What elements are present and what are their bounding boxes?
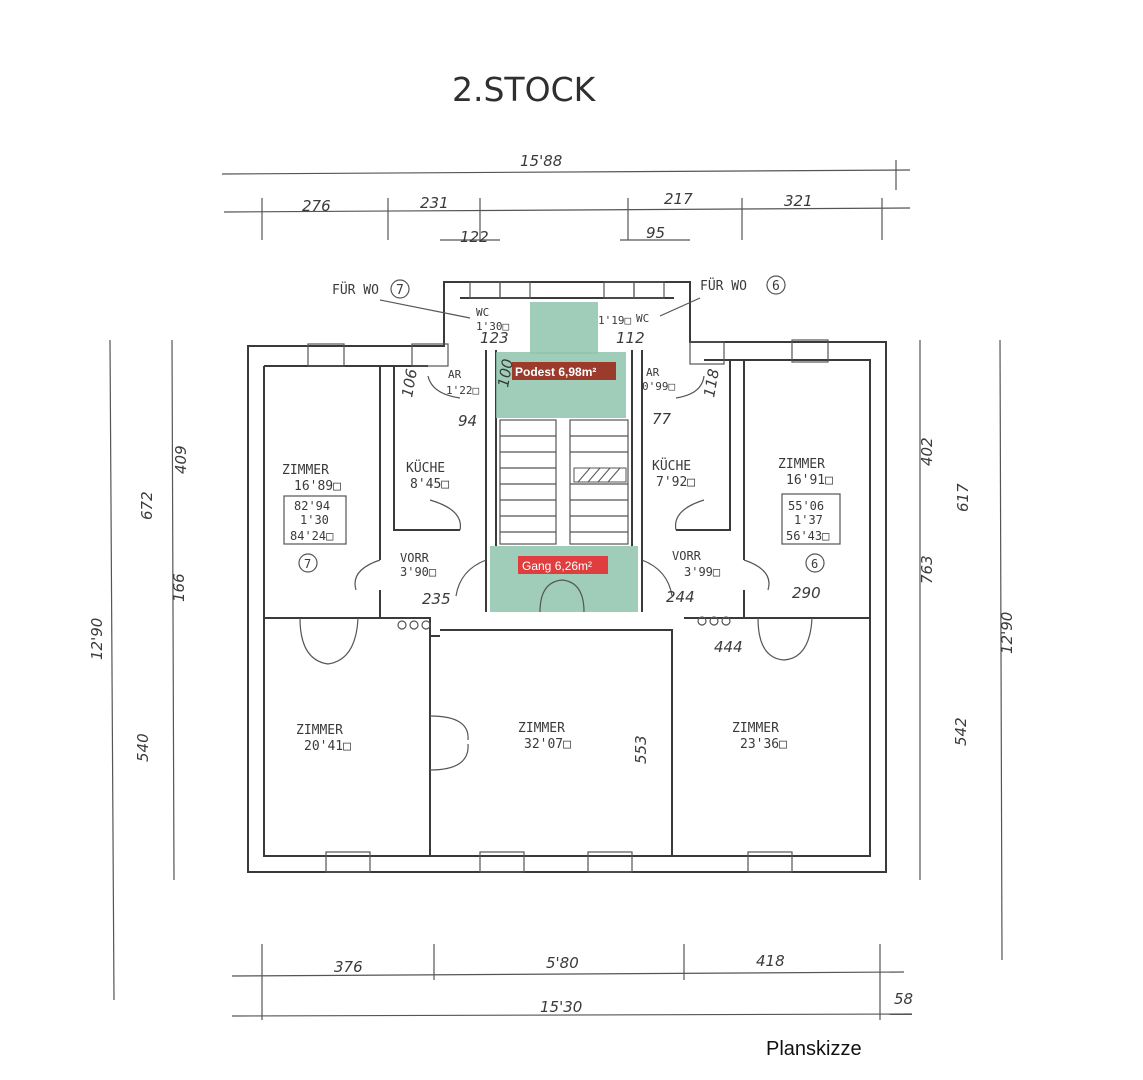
room-name: WC — [476, 306, 489, 319]
interior-dimension: 444 — [714, 638, 743, 656]
room-name: AR — [646, 366, 660, 379]
room-area: 16'89□ — [294, 479, 341, 494]
apartment-6-summary: 55'06 1'37 56'43□ 6 — [781, 493, 841, 573]
room-name: ZIMMER — [296, 723, 343, 738]
interior-dimension: 106 — [398, 367, 421, 398]
interior-dimension: 100 — [494, 357, 517, 388]
room-area: 7'92□ — [656, 475, 695, 490]
room-area: 23'36□ — [740, 737, 787, 752]
gang-label: Gang 6,26m² — [522, 559, 592, 573]
top-dimension-3: 217 — [664, 190, 693, 208]
room-area: 1'19□ — [598, 314, 631, 327]
top-total-dimension: 15'88 — [520, 152, 562, 170]
bottom-dimension-3: 418 — [756, 952, 785, 970]
summary-line: 1'30 — [300, 513, 329, 527]
interior-dimension: 94 — [458, 412, 477, 430]
apartment-number: 7 — [304, 557, 311, 571]
doors — [299, 375, 813, 771]
room-area: 8'45□ — [410, 477, 449, 492]
caption: Planskizze — [766, 1038, 862, 1060]
podest-label: Podest 6,98m² — [515, 365, 596, 379]
room-name: ZIMMER — [778, 457, 825, 472]
bottom-total-dimension: 15'30 — [540, 998, 582, 1016]
unit-6-number: 6 — [772, 279, 780, 294]
gang-label-background — [518, 556, 608, 574]
right-outer-dimension: 12'90 — [998, 612, 1016, 654]
bottom-dimension-2: 5'80 — [546, 954, 579, 972]
unit-7-label: FÜR WO — [332, 281, 379, 298]
interior-dimension: 77 — [652, 410, 672, 428]
interior-dimension: 553 — [632, 735, 650, 764]
room-name: KÜCHE — [406, 459, 445, 476]
podest-area — [530, 302, 598, 354]
right-dimension-3: 763 — [918, 555, 936, 584]
interior-dimension: 123 — [480, 329, 509, 347]
interior-walls — [264, 350, 870, 856]
top-small-dimension-2: 95 — [646, 224, 665, 242]
room-name: VORR — [672, 549, 702, 563]
room-name: ZIMMER — [518, 721, 565, 736]
interior-dimension: 290 — [792, 584, 821, 602]
entrance-door — [539, 579, 585, 613]
top-dimension-lines: 15'88 276 231 217 321 122 95 — [221, 152, 911, 246]
bottom-small-dimension: 58 — [894, 990, 913, 1008]
left-dimension-1: 672 — [138, 491, 156, 520]
interior-dimension: 118 — [700, 367, 723, 398]
gang-area — [490, 546, 638, 612]
bottom-dimension-1: 376 — [334, 958, 363, 976]
podest-label-background — [512, 362, 616, 380]
room-area: 3'99□ — [684, 565, 720, 579]
right-dimension-lines: 402 617 763 12'90 542 — [918, 339, 1016, 961]
room-area: 3'90□ — [400, 565, 436, 579]
room-labels: ZIMMER 16'89□ KÜCHE 8'45□ KÜCHE 7'92□ ZI… — [282, 306, 833, 754]
bottom-dimension-lines: 376 5'80 418 15'30 58 — [231, 944, 913, 1020]
left-dimension-3: 166 — [170, 573, 188, 602]
summary-line: 1'37 — [794, 513, 823, 527]
unit-6-label: FÜR WO — [700, 277, 747, 294]
left-dimension-lines: 12'90 672 409 166 540 — [88, 339, 190, 1001]
windows — [307, 281, 829, 873]
room-name: WC — [636, 312, 649, 325]
room-area: 20'41□ — [304, 739, 351, 754]
room-area: 16'91□ — [786, 473, 833, 488]
summary-line: 84'24□ — [290, 529, 333, 543]
unit-7-circle — [390, 279, 410, 299]
room-name: AR — [448, 368, 462, 381]
unit-6-circle — [766, 275, 786, 295]
apartment-7-summary: 82'94 1'30 84'24□ 7 — [283, 495, 347, 573]
right-dimension-2: 617 — [954, 483, 972, 512]
room-name: KÜCHE — [652, 457, 691, 474]
interior-dimension: 112 — [616, 329, 645, 347]
room-area: 1'30□ — [476, 320, 509, 333]
top-dimension-1: 276 — [302, 197, 331, 215]
top-dimension-4: 321 — [784, 192, 813, 210]
summary-line: 55'06 — [788, 499, 824, 513]
interior-dimension: 235 — [422, 590, 451, 608]
room-name: ZIMMER — [732, 721, 779, 736]
summary-line: 56'43□ — [786, 529, 829, 543]
plan-title: 2.STOCK — [452, 70, 597, 109]
left-dimension-4: 540 — [134, 733, 152, 762]
right-dimension-1: 402 — [918, 437, 936, 466]
left-dimension-2: 409 — [172, 445, 190, 474]
summary-line: 82'94 — [294, 499, 330, 513]
apartment-number: 6 — [811, 557, 818, 571]
chimney-circles — [397, 616, 731, 630]
top-dimension-2: 231 — [420, 194, 449, 212]
interior-dimensions: 123 112 106 100 118 94 77 235 244 290 44… — [398, 329, 820, 764]
room-name: VORR — [400, 551, 430, 565]
staircase — [499, 419, 629, 545]
room-area: 0'99□ — [642, 380, 675, 393]
room-area: 1'22□ — [446, 384, 479, 397]
interior-dimension: 244 — [666, 588, 695, 606]
right-dimension-4: 542 — [952, 717, 970, 746]
room-name: ZIMMER — [282, 463, 329, 478]
room-area: 32'07□ — [524, 737, 571, 752]
left-outer-dimension: 12'90 — [88, 618, 106, 660]
top-small-dimension-1: 122 — [460, 228, 489, 246]
unit-7-number: 7 — [396, 283, 404, 298]
